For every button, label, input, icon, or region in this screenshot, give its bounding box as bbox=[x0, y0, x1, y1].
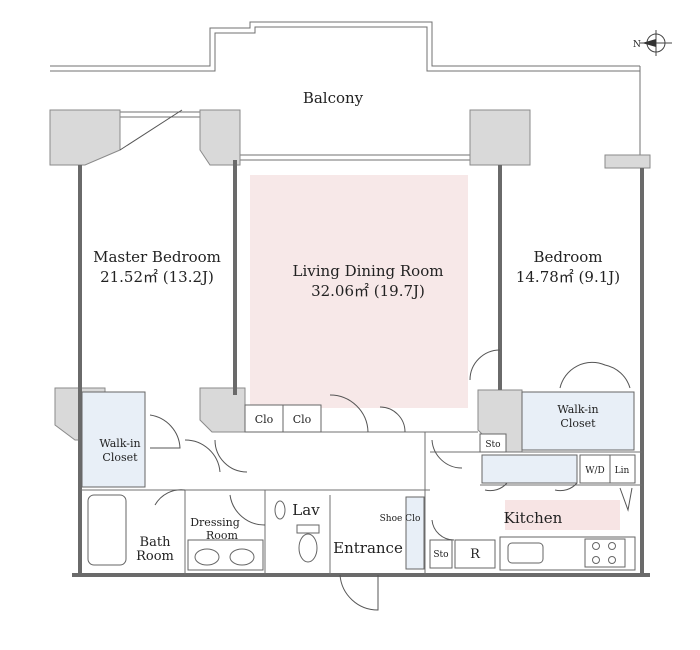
column-top-mid bbox=[199, 109, 241, 166]
kitchen-area-highlight bbox=[505, 500, 620, 530]
bath-room-line2: Room bbox=[136, 549, 174, 564]
sto-kitchen-label: Sto bbox=[433, 550, 448, 560]
toilet-bowl bbox=[298, 533, 318, 563]
master-bedroom-area: 21.52㎡ (13.2J) bbox=[100, 268, 214, 286]
bedroom-label: Bedroom bbox=[534, 248, 603, 266]
dressing-room-line1: Dressing bbox=[190, 516, 240, 529]
living-area-highlight bbox=[250, 175, 468, 408]
window-line bbox=[80, 111, 470, 161]
walkin-left-line1: Walk-in bbox=[99, 437, 140, 450]
lin-box bbox=[609, 454, 636, 484]
column-top-right bbox=[469, 109, 531, 166]
north-label: N bbox=[633, 40, 641, 50]
dressing-room-line2: Room bbox=[206, 529, 239, 542]
bedroom-area: 14.78㎡ (9.1J) bbox=[516, 268, 620, 286]
column-right-edge bbox=[604, 154, 651, 169]
shoe-clo-label: Shoe Clo bbox=[380, 514, 421, 524]
north-arrow-icon bbox=[640, 30, 672, 56]
bathtub bbox=[87, 494, 127, 566]
column-mid bbox=[199, 387, 246, 433]
sto-box-mid bbox=[479, 433, 507, 453]
fridge-label: R bbox=[470, 547, 481, 562]
doors bbox=[119, 109, 633, 611]
entrance-label: Entrance bbox=[333, 539, 403, 557]
kitchen-label: Kitchen bbox=[504, 509, 563, 527]
balcony-label: Balcony bbox=[303, 89, 364, 107]
lav-sink bbox=[274, 500, 286, 520]
wd-label: W/D bbox=[585, 466, 605, 476]
walkin-closet-right bbox=[521, 391, 635, 451]
walkin-left-line2: Closet bbox=[102, 451, 138, 464]
sto-box-kitchen bbox=[429, 539, 453, 569]
column-top-left bbox=[49, 109, 121, 166]
walkin-closet-left bbox=[81, 391, 146, 488]
toilet-tank bbox=[296, 524, 320, 534]
living-room-area: 32.06㎡ (19.7J) bbox=[311, 282, 425, 300]
walkin-right-line2: Closet bbox=[560, 417, 596, 430]
outer-walls bbox=[72, 160, 650, 577]
fridge-box bbox=[454, 539, 496, 569]
clo-right-label: Clo bbox=[293, 413, 312, 426]
clo-right-box bbox=[282, 404, 322, 433]
kitchen-upper-cabinets bbox=[481, 454, 578, 484]
lin-label: Lin bbox=[615, 466, 630, 476]
living-room-label: Living Dining Room bbox=[293, 262, 444, 280]
master-bedroom-label: Master Bedroom bbox=[93, 248, 221, 266]
walkin-right-line1: Walk-in bbox=[557, 403, 598, 416]
cooktop-icon bbox=[584, 538, 626, 568]
lav-label: Lav bbox=[292, 501, 320, 519]
clo-left-label: Clo bbox=[255, 413, 274, 426]
kitchen-sink bbox=[507, 542, 544, 564]
balcony-outline bbox=[50, 21, 641, 155]
clo-left-box bbox=[244, 404, 284, 433]
sink-left bbox=[194, 548, 220, 566]
bath-room-line1: Bath bbox=[140, 535, 172, 550]
sto-mid-label: Sto bbox=[485, 440, 500, 450]
sink-right bbox=[229, 548, 255, 566]
shoe-closet bbox=[405, 496, 425, 570]
